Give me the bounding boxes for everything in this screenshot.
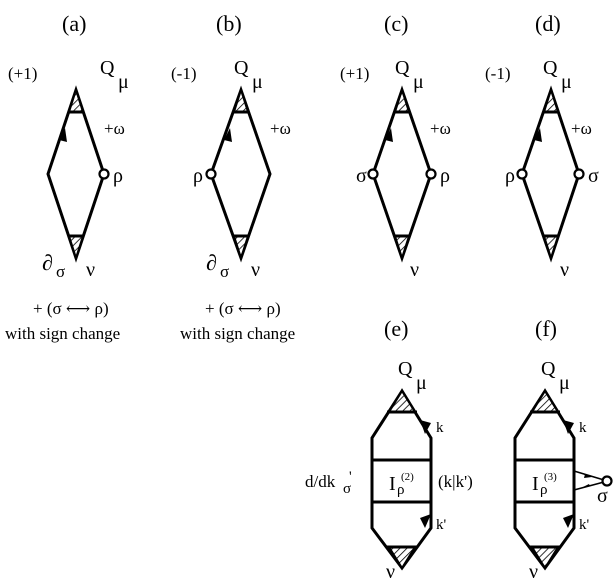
panel-b-partial-sub: σ [220, 262, 229, 281]
panel-d-sigma: σ [588, 165, 599, 187]
panel-e-left-sup: ' [349, 469, 352, 485]
panel-e-arrow-k [420, 420, 431, 434]
panel-b-note-line2: with sign change [180, 324, 295, 343]
panel-b-loop [209, 85, 272, 263]
panel-f-arrow-k [563, 420, 574, 434]
panel-b-nu: ν [251, 259, 260, 281]
panel-b-note-line1: + (σ ⟷ ρ) [205, 299, 281, 318]
panel-a: (a) (+1) Q μ +ω ρ ∂ σ ν + (σ ⟷ ρ) with s… [5, 11, 129, 343]
panel-f-Q: Q [541, 358, 556, 380]
panel-e-left-text: d/dk [305, 472, 336, 491]
panel-c: (c) (+1) Q μ +ω σ ρ ν [340, 11, 451, 281]
panel-b-label: (b) [216, 11, 242, 36]
panel-a-note-line1: + (σ ⟷ ρ) [33, 299, 109, 318]
panel-e-k: k [436, 420, 444, 436]
panel-a-vertex-right [98, 168, 110, 180]
panel-b-arrow [224, 128, 232, 142]
panel-f-I-sub: ρ [540, 482, 548, 498]
panel-a-nu: ν [86, 259, 95, 281]
panel-f-mu: μ [559, 372, 570, 394]
panel-e: (e) Q μ k k' I ρ (2) d/dk σ ' (k|k') ν [305, 316, 473, 578]
panel-f-label: (f) [535, 316, 557, 341]
panel-f-sigma-arrow-top [584, 474, 592, 478]
panel-e-I: I [389, 473, 396, 495]
panel-d-vertex-right [573, 168, 585, 180]
panel-b-omega: +ω [270, 119, 291, 138]
panel-f-nu: ν [529, 561, 538, 578]
panel-a-note-line2: with sign change [5, 324, 120, 343]
panel-f-kprime: k' [579, 517, 590, 533]
panel-c-rho: ρ [440, 165, 450, 187]
panel-d-vertex-left [516, 168, 528, 180]
panel-c-vertex-left [367, 168, 379, 180]
panel-d-sign: (-1) [485, 64, 510, 83]
panel-f-sigma: σ [597, 485, 608, 507]
panel-e-arrow-kprime [420, 514, 431, 528]
panel-f-sigma-line-top [573, 470, 605, 481]
panel-d-Q: Q [543, 57, 558, 79]
panel-b: (b) (-1) Q μ +ω ρ ∂ σ ν + (σ ⟷ ρ) with s… [171, 11, 295, 343]
panel-a-partial: ∂ [42, 250, 53, 275]
panel-d-loop [520, 85, 581, 263]
panel-f-vertex-sigma [601, 475, 613, 487]
panel-c-Q: Q [395, 57, 410, 79]
panel-f-top-vertex [530, 389, 560, 413]
panel-e-I-sub: ρ [397, 482, 405, 498]
panel-a-sign: (+1) [8, 64, 37, 83]
panel-f-I: I [532, 473, 539, 495]
panel-d-omega: +ω [571, 119, 592, 138]
panel-d-nu: ν [560, 259, 569, 281]
panel-a-partial-sub: σ [56, 262, 65, 281]
panel-d-label: (d) [535, 11, 561, 36]
panel-f-k: k [579, 420, 587, 436]
panel-e-right-text: (k|k') [438, 472, 473, 491]
panel-f-I-sup: (3) [544, 471, 557, 483]
panel-b-sign: (-1) [171, 64, 196, 83]
panel-e-left-sub: σ [343, 481, 351, 497]
panel-b-mu: μ [252, 71, 263, 93]
panel-e-top-vertex [387, 389, 417, 413]
panel-c-omega: +ω [430, 119, 451, 138]
panel-c-nu: ν [410, 259, 419, 281]
panel-e-nu: ν [386, 561, 395, 578]
panel-c-label: (c) [384, 11, 408, 36]
panel-b-partial: ∂ [206, 250, 217, 275]
panel-c-sigma: σ [356, 165, 367, 187]
panel-a-arrow [59, 128, 67, 142]
panel-d-arrow [534, 128, 542, 142]
panel-b-Q: Q [234, 57, 249, 79]
panel-b-vertex-left [205, 168, 217, 180]
panel-e-Q: Q [398, 358, 413, 380]
panel-b-rho: ρ [193, 165, 203, 187]
panel-c-loop [371, 85, 433, 263]
panel-c-arrow [385, 128, 393, 142]
panel-f-arrow-kprime [563, 514, 574, 528]
panel-e-label: (e) [384, 316, 408, 341]
panel-a-loop [46, 85, 106, 263]
panel-a-rho: ρ [113, 165, 123, 187]
panel-e-I-sup: (2) [401, 471, 414, 483]
panel-a-Q: Q [100, 57, 115, 79]
panel-d-mu: μ [561, 71, 572, 93]
panel-f: (f) Q μ k k' I ρ (3) σ ν [513, 316, 613, 578]
panel-c-vertex-right [425, 168, 437, 180]
panel-a-label: (a) [62, 11, 86, 36]
panel-c-sign: (+1) [340, 64, 369, 83]
panel-c-mu: μ [413, 71, 424, 93]
panel-f-sigma-arrow-bottom [583, 484, 590, 487]
panel-d-rho: ρ [505, 165, 515, 187]
panel-e-kprime: k' [436, 517, 447, 533]
panel-a-mu: μ [118, 71, 129, 93]
panel-d: (d) (-1) Q μ +ω ρ σ ν [485, 11, 599, 281]
panel-a-omega: +ω [104, 119, 125, 138]
panel-e-mu: μ [416, 372, 427, 394]
